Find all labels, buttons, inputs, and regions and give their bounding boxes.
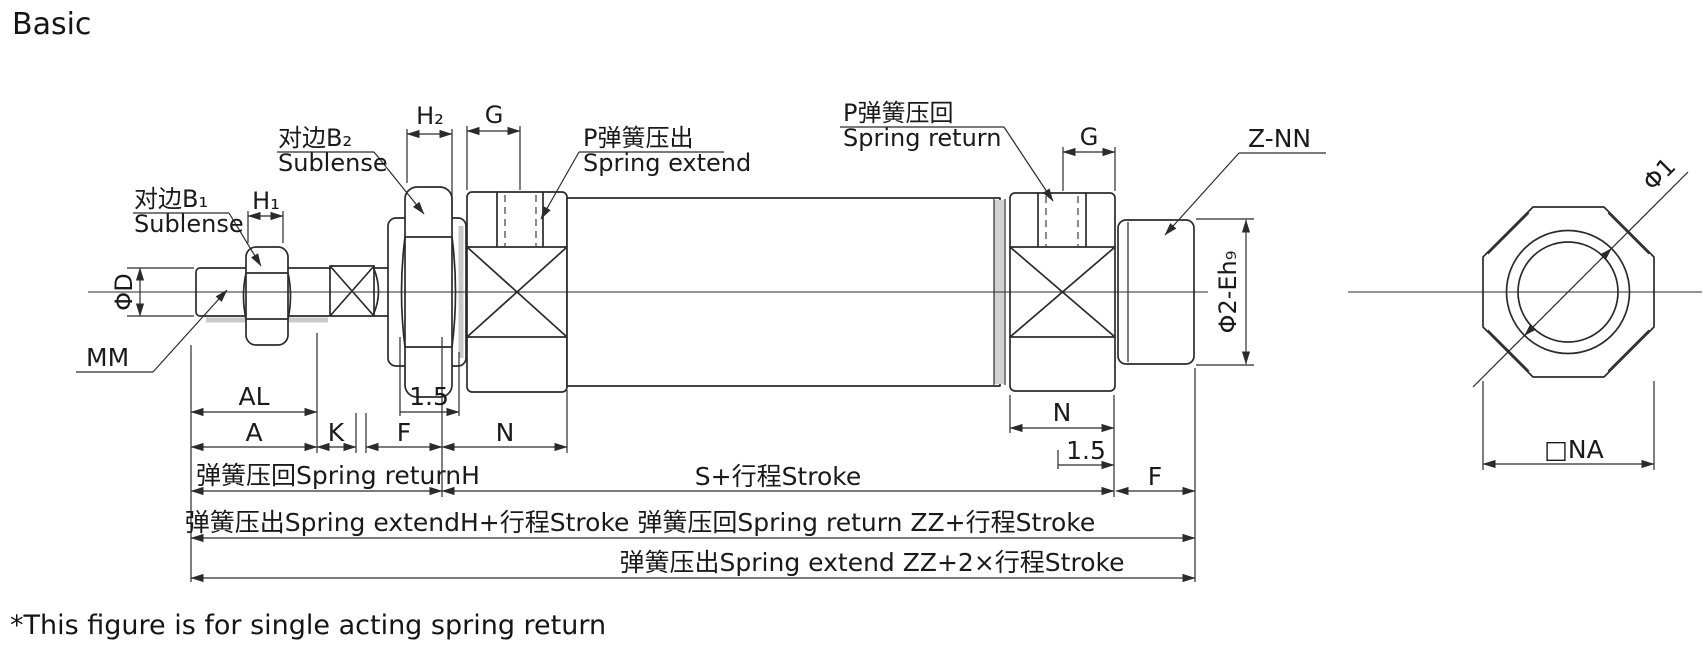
label-rod-diameter: ΦD: [110, 273, 138, 310]
page-title: Basic: [12, 7, 91, 42]
label-rod-thread-mm: MM: [86, 343, 129, 372]
dim-a: A: [245, 418, 262, 447]
dim-s-stroke: S+行程Stroke: [695, 462, 861, 491]
dim-n-rear: N: [1053, 398, 1072, 427]
label-port-front-cn: P弹簧压出: [583, 124, 693, 152]
label-g-rear: G: [1080, 123, 1099, 151]
leader-p-front: [540, 151, 580, 220]
label-port-front-en: Spring extend: [583, 149, 751, 177]
diameter-line: [1472, 171, 1689, 388]
label-rod-nut-flats-en: Sublense: [134, 210, 244, 238]
leader-b2: [373, 151, 425, 215]
diameter-arrow-down: [1524, 323, 1537, 336]
rod-wrench-flats: [329, 265, 380, 317]
label-boss-diameter: Φ2-Eh₉: [1214, 251, 1242, 334]
dim-extend-zz2: 弹簧压出Spring extend ZZ+2×行程Stroke: [620, 548, 1125, 577]
label-z-nn: Z-NN: [1248, 124, 1311, 153]
dim-na: □NA: [1544, 435, 1603, 464]
dim-extend-h-zz: 弹簧压出Spring extendH+行程Stroke 弹簧压回Spring r…: [185, 508, 1096, 537]
rear-head-cross: [1009, 246, 1116, 338]
leader-znn: [1164, 152, 1240, 236]
diameter-arrow-up: [1599, 248, 1612, 261]
dim-gap-rear: 1.5: [1066, 436, 1106, 465]
label-port-rear-en: Spring return: [843, 124, 1001, 152]
label-mount-nut-flats-en: Sublense: [278, 149, 388, 177]
label-h2: H₂: [416, 102, 444, 130]
dimension-lines: [76, 126, 1655, 583]
rod-end-nut: [242, 246, 292, 346]
label-port-rear-cn: P弹簧压回: [843, 99, 953, 127]
end-view-chamfers: [1487, 212, 1650, 372]
dim-gap-front: 1.5: [409, 382, 449, 411]
label-mount-nut-flats-cn: 对边B₂: [278, 124, 352, 152]
dim-al: AL: [238, 382, 269, 411]
extension-lines: [127, 126, 1655, 582]
footnote: *This figure is for single acting spring…: [10, 610, 606, 641]
leader-mm: [152, 289, 228, 373]
leader-p-rear: [1003, 126, 1054, 202]
dim-f-front: F: [397, 418, 411, 447]
dim-k: K: [328, 418, 345, 447]
label-rod-nut-flats-cn: 对边B₁: [134, 185, 208, 213]
label-h1: H₁: [252, 187, 280, 215]
leader-b1: [228, 212, 262, 267]
dim-n-front: N: [496, 418, 515, 447]
dim-f-rear: F: [1148, 462, 1162, 491]
front-port-thread: [504, 195, 537, 246]
rear-port-thread: [1045, 196, 1079, 246]
front-head-cross: [466, 246, 568, 338]
dim-spring-return-h: 弹簧压回Spring returnH: [196, 461, 480, 490]
rear-port: [1037, 192, 1087, 247]
label-g-front: G: [485, 101, 504, 129]
